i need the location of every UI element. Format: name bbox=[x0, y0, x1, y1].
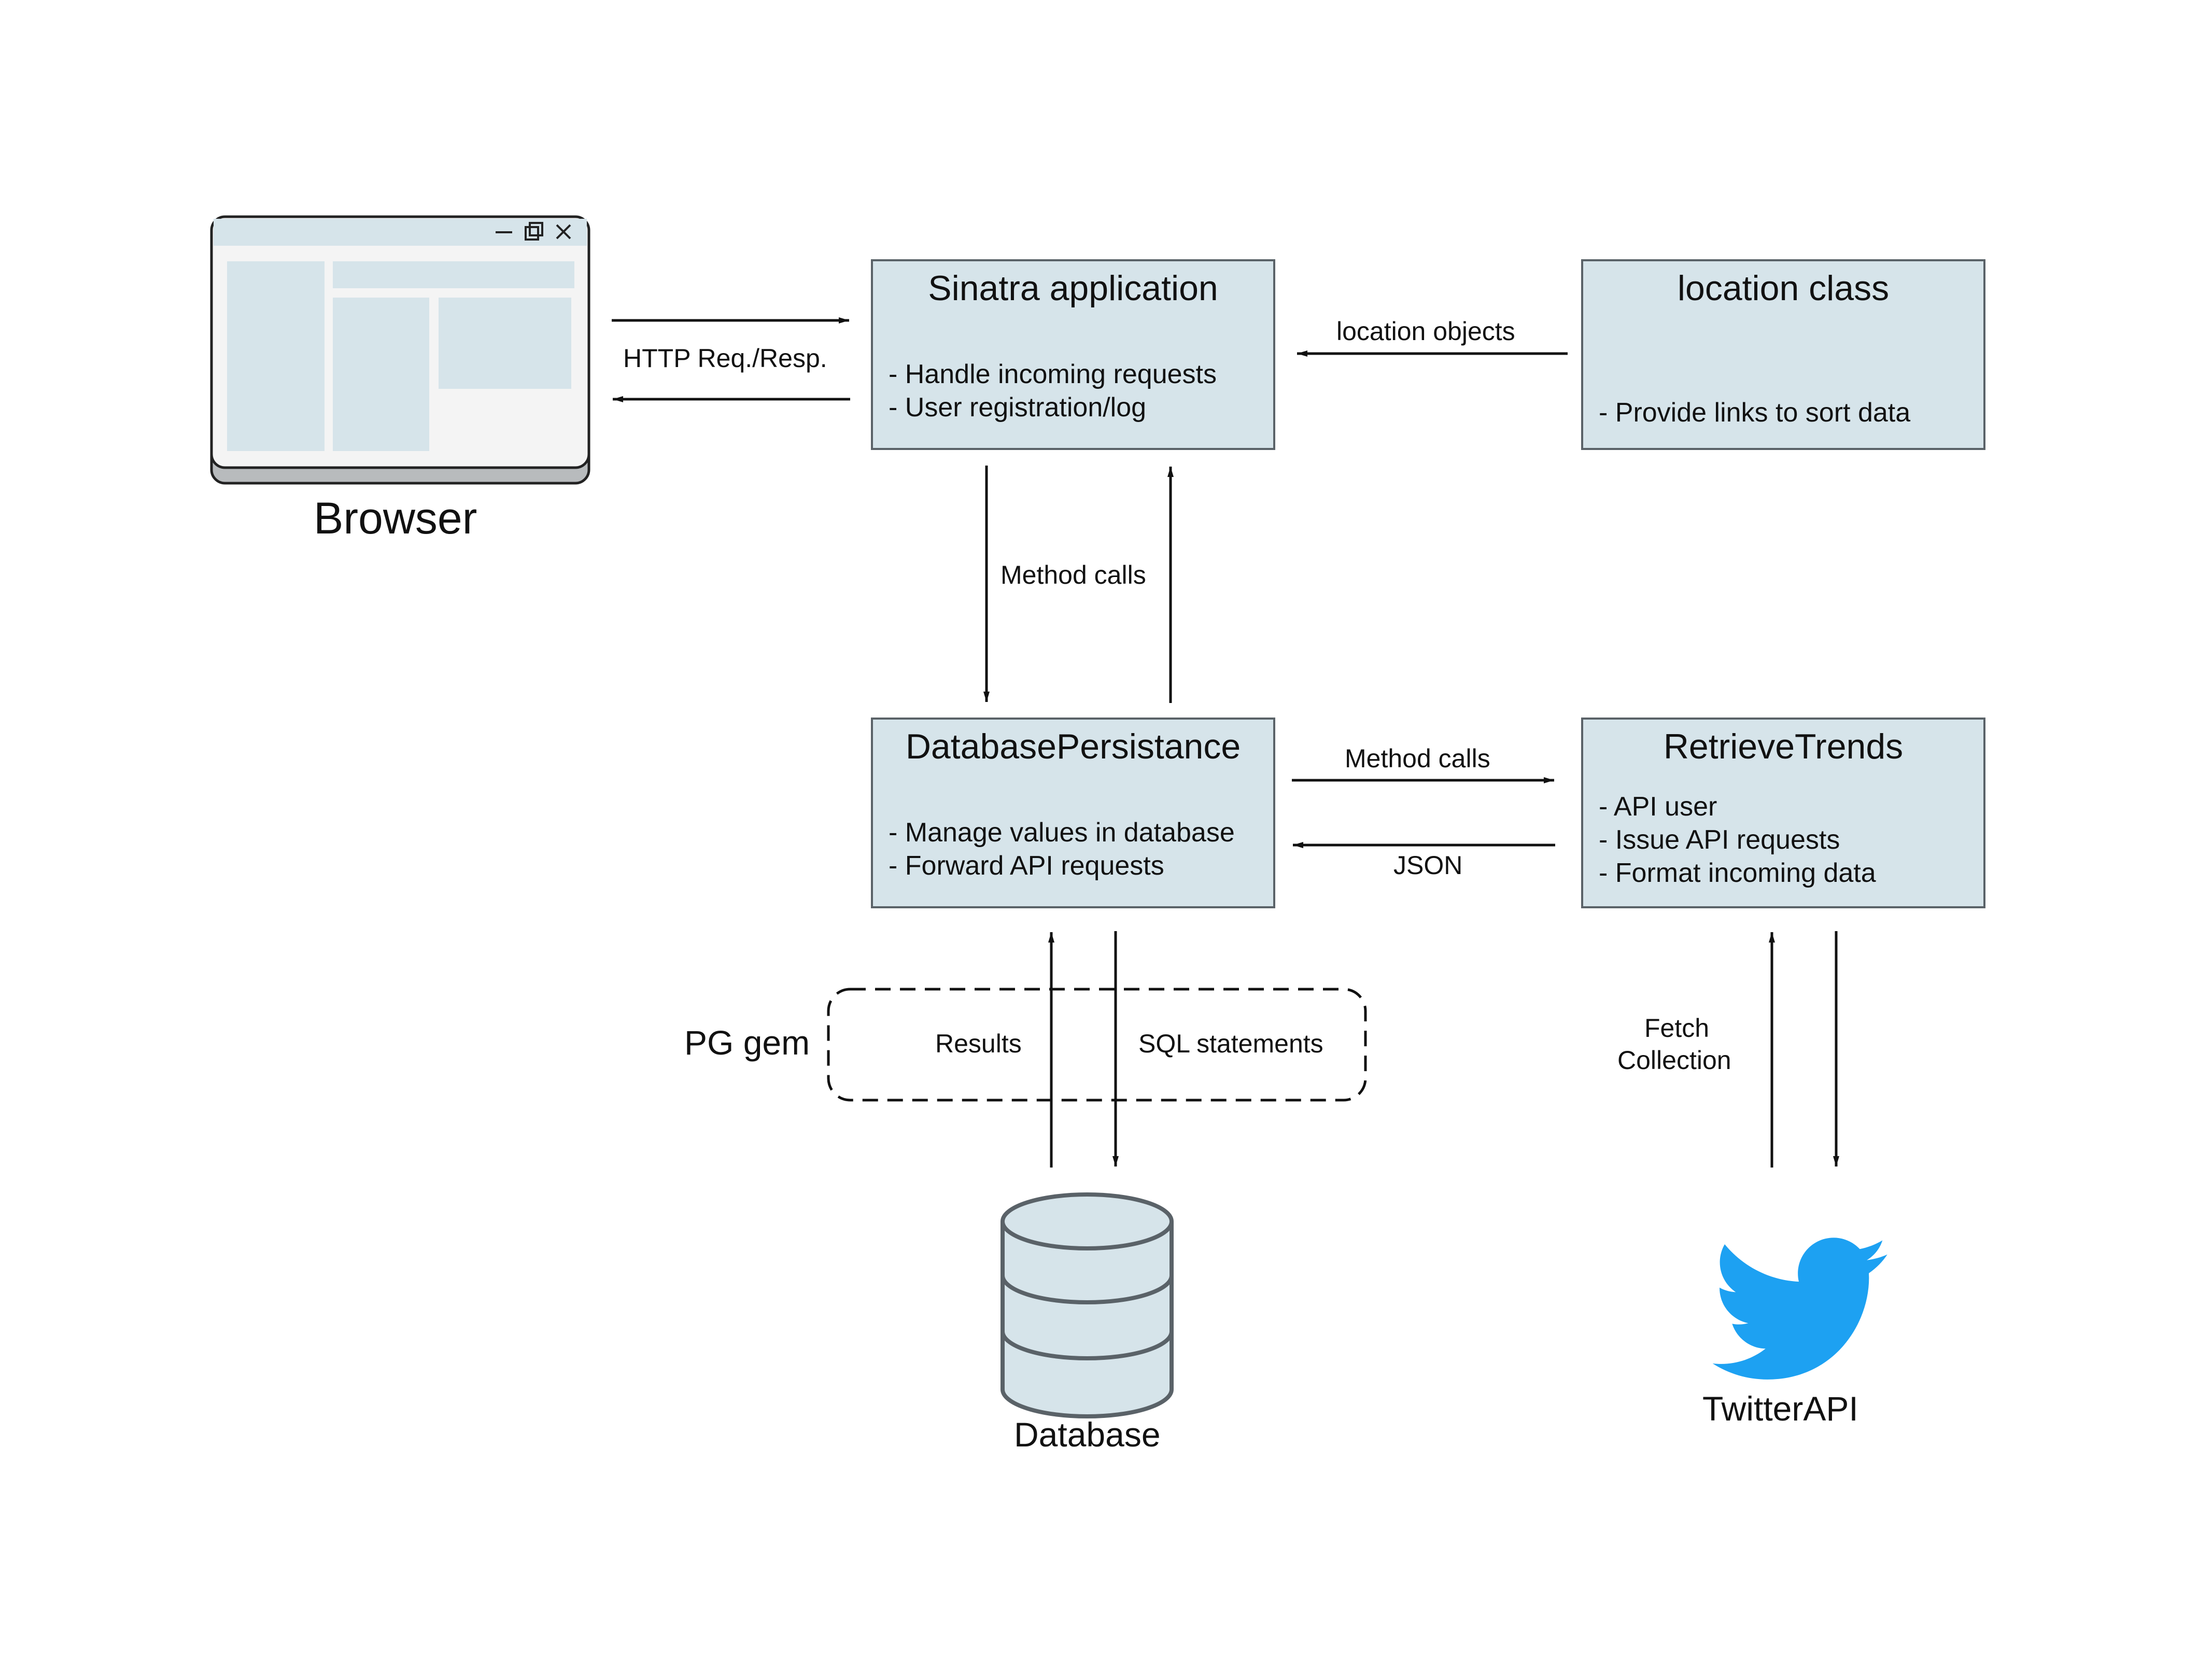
database-label: Database bbox=[1014, 1415, 1161, 1454]
browser-label: Browser bbox=[314, 494, 477, 543]
sinatra-line-1: - Handle incoming requests bbox=[889, 359, 1217, 389]
method-calls-vertical-label: Method calls bbox=[1001, 560, 1146, 589]
json-label: JSON bbox=[1393, 851, 1463, 880]
location-objects-label: location objects bbox=[1336, 317, 1515, 346]
dbpersist-line-1: - Manage values in database bbox=[889, 818, 1235, 848]
http-label: HTTP Req./Resp. bbox=[623, 344, 827, 373]
sql-statements-label: SQL statements bbox=[1138, 1029, 1323, 1058]
database-persistance-box: DatabasePersistance - Manage values in d… bbox=[871, 718, 1275, 908]
dbpersist-title: DatabasePersistance bbox=[905, 727, 1241, 766]
twitter-bird-icon bbox=[1712, 1238, 1887, 1380]
database-cylinder-icon bbox=[1001, 1192, 1174, 1418]
sinatra-line-2: - User registration/log bbox=[889, 392, 1147, 423]
results-label: Results bbox=[935, 1029, 1022, 1058]
retrieve-title: RetrieveTrends bbox=[1663, 727, 1904, 766]
retrieve-line-1: - API user bbox=[1599, 792, 1717, 822]
location-class-box: location class - Provide links to sort d… bbox=[1581, 259, 1985, 450]
location-title: location class bbox=[1677, 269, 1890, 308]
retrieve-line-2: - Issue API requests bbox=[1599, 825, 1840, 855]
fetch-label: Fetch bbox=[1644, 1014, 1710, 1043]
retrieve-trends-box: RetrieveTrends - API user - Issue API re… bbox=[1581, 718, 1985, 908]
collection-label: Collection bbox=[1617, 1046, 1731, 1075]
location-line-1: - Provide links to sort data bbox=[1599, 398, 1911, 428]
twitter-api-label: TwitterAPI bbox=[1702, 1389, 1858, 1428]
retrieve-line-3: - Format incoming data bbox=[1599, 858, 1876, 888]
method-calls-horizontal-label: Method calls bbox=[1345, 744, 1490, 773]
sinatra-application-box: Sinatra application - Handle incoming re… bbox=[871, 259, 1275, 450]
pg-gem-label: PG gem bbox=[684, 1023, 810, 1062]
sinatra-title: Sinatra application bbox=[928, 269, 1218, 308]
dbpersist-line-2: - Forward API requests bbox=[889, 851, 1164, 881]
